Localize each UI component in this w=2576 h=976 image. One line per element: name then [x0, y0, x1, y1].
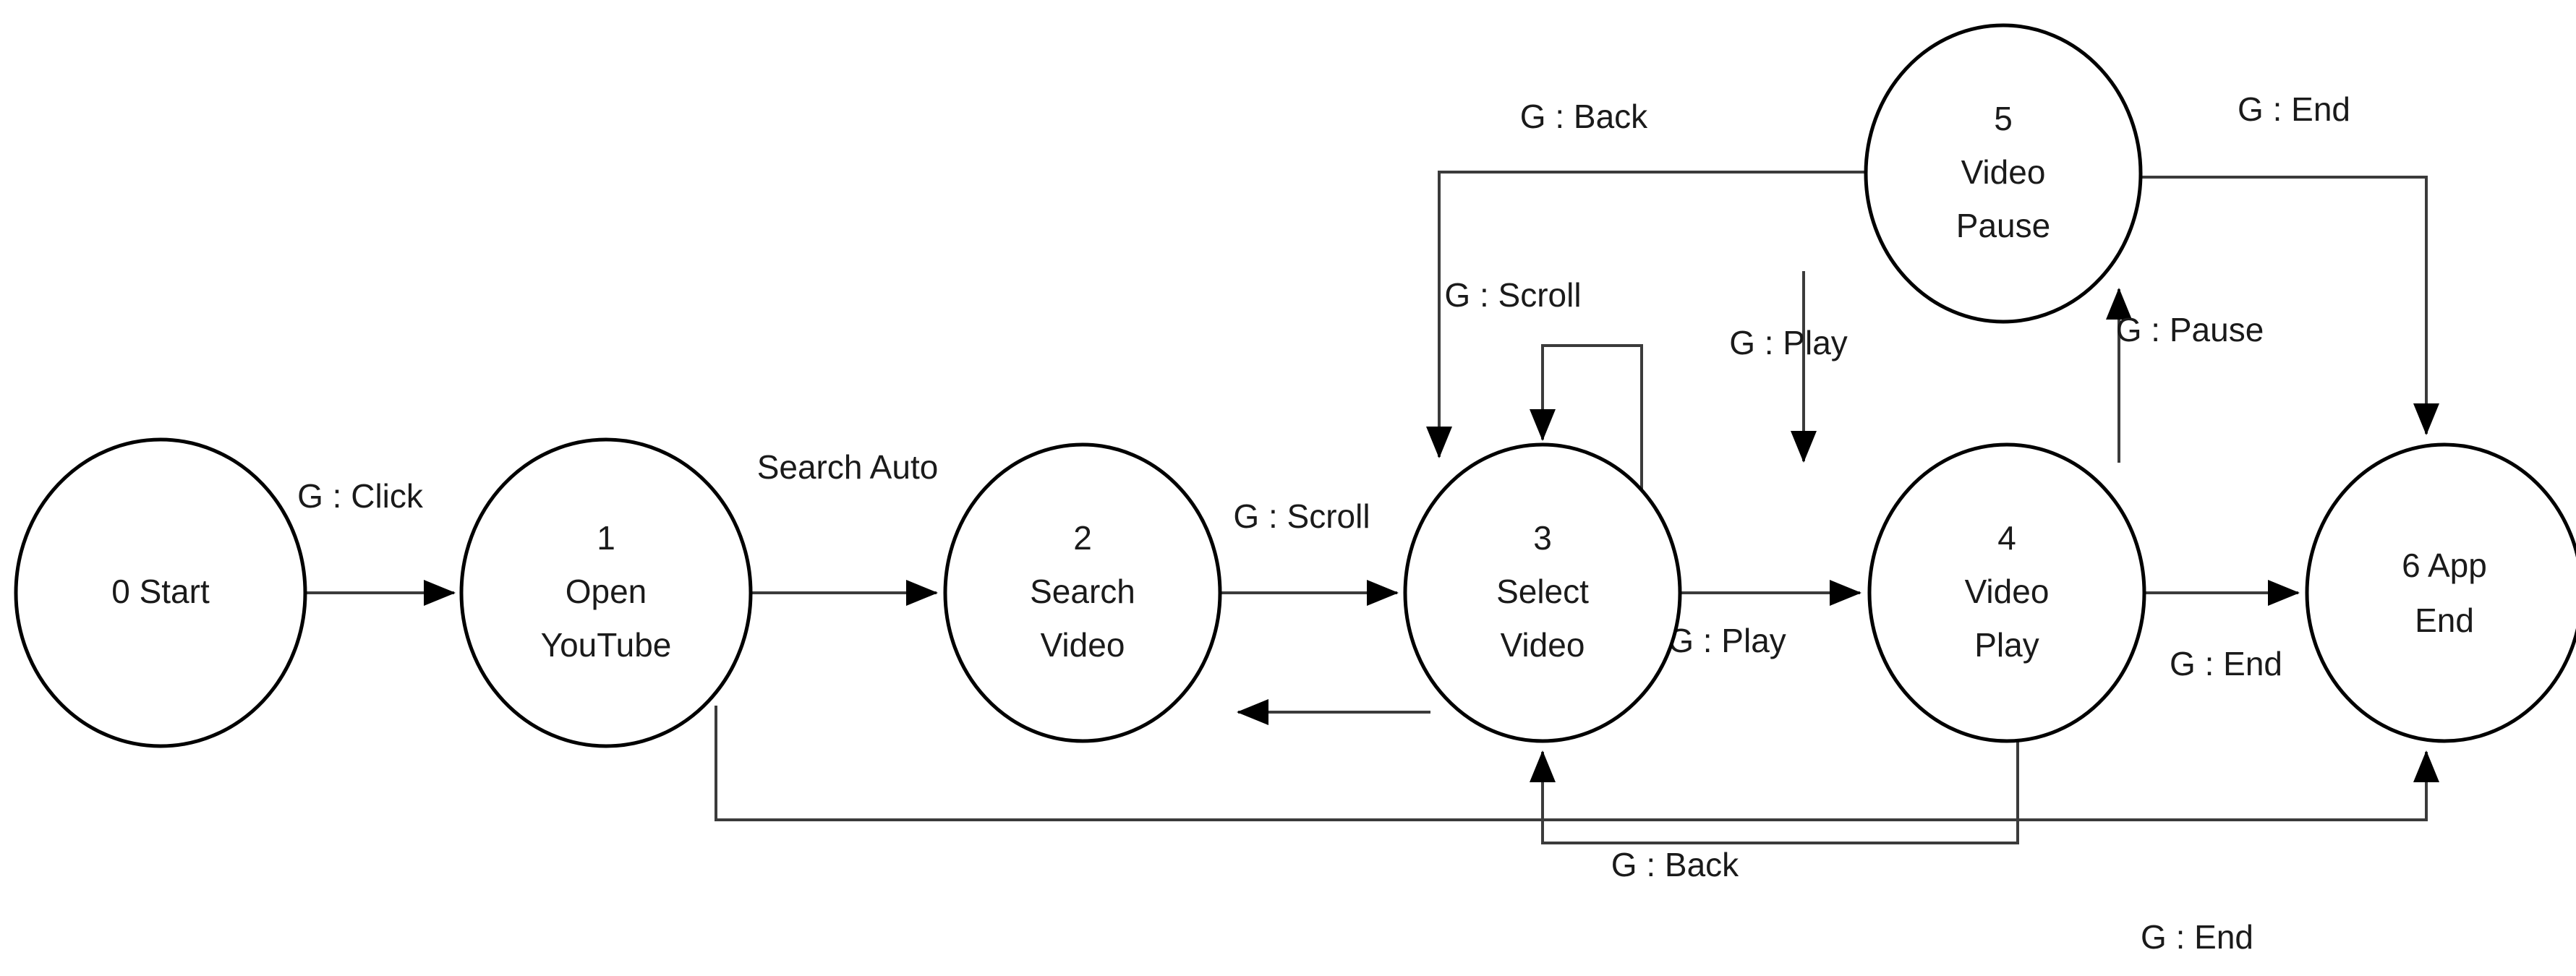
- node-label-line1: 4: [1997, 519, 2016, 557]
- edge-4-to-5: G : Pause: [2106, 288, 2264, 463]
- node-label-line2: Video: [1961, 153, 2046, 191]
- node-shape[interactable]: [1867, 442, 2146, 743]
- edge-4-to-6: G : End: [2145, 580, 2300, 682]
- node-label-line1: 5: [1994, 100, 2013, 137]
- edge-line: [1530, 741, 2019, 844]
- edge-line: [1426, 171, 1864, 458]
- node-label-line3: YouTube: [541, 626, 672, 664]
- node-label-line3: Video: [1501, 626, 1585, 664]
- edge-line: [1530, 344, 1643, 538]
- edge-label-g-click: G : Click: [297, 477, 424, 515]
- node-label-line2: Search: [1030, 573, 1135, 610]
- node-shape[interactable]: [459, 437, 753, 748]
- state-node-0-start[interactable]: 0 Start: [14, 437, 307, 748]
- edge-label-g-end-5-6: G : End: [2238, 90, 2350, 128]
- edge-4-to-3-back: G : Back: [1530, 741, 2019, 883]
- edge-label-g-back-5-3: G : Back: [1520, 98, 1648, 135]
- edge-label-g-end-1-6: G : End: [2141, 918, 2253, 956]
- edge-label-g-scroll-self: G : Scroll: [1444, 276, 1581, 314]
- edge-line: [715, 706, 2439, 821]
- state-node-1-open-youtube[interactable]: 1 Open YouTube: [459, 437, 753, 748]
- node-label-line2: Video: [1965, 573, 2050, 610]
- state-node-6-app-end[interactable]: 6 App End: [2305, 442, 2576, 743]
- edge-2-to-3: G : Scroll: [1221, 497, 1399, 606]
- state-node-2-search-video[interactable]: 2 Search Video: [943, 442, 1222, 743]
- edge-label-search-auto: Search Auto: [757, 448, 939, 486]
- node-shape[interactable]: [14, 437, 307, 748]
- edge-5-to-3: G : Back: [1426, 98, 1864, 458]
- node-label-line2: Select: [1496, 573, 1589, 610]
- edge-1-to-6-end: G : End: [715, 706, 2439, 956]
- edge-label-g-end-4-6: G : End: [2170, 645, 2282, 682]
- edge-1-to-2: Search Auto: [752, 448, 939, 606]
- node-label-line1: 2: [1073, 519, 1092, 557]
- state-node-4-video-play[interactable]: 4 Video Play: [1867, 442, 2146, 743]
- edge-label-g-pause-4-5: G : Pause: [2116, 311, 2264, 348]
- state-node-3-select-video[interactable]: 3 Select Video: [1403, 442, 1682, 743]
- edge-label-g-play-5-4: G : Play: [1729, 324, 1848, 361]
- node-label-line1: 6 App: [2402, 547, 2487, 584]
- edge-label-g-play-3-4: G : Play: [1668, 622, 1786, 659]
- edge-line: [2139, 176, 2439, 435]
- node-label-line3: Play: [1974, 626, 2039, 664]
- node-label-line3: Pause: [1956, 207, 2050, 244]
- state-node-5-video-pause[interactable]: 5 Video Pause: [1864, 23, 2143, 324]
- node-label-line2: End: [2415, 602, 2474, 639]
- node-label-line3: Video: [1041, 626, 1125, 664]
- node-label-line1: 3: [1533, 519, 1552, 557]
- node-shape[interactable]: [1864, 23, 2143, 324]
- node-shape[interactable]: [943, 442, 1222, 743]
- edge-5-to-4: G : Play: [1729, 271, 1848, 463]
- edge-label-g-back-4-3: G : Back: [1611, 846, 1739, 883]
- edge-label-g-scroll-2-3: G : Scroll: [1233, 497, 1370, 535]
- edge-3-to-4: G : Play: [1668, 580, 1861, 659]
- edge-0-to-1: G : Click: [297, 477, 456, 606]
- node-label-line1: 1: [597, 519, 615, 557]
- edge-5-to-6: G : End: [2139, 90, 2439, 435]
- edge-3-self-loop: G : Scroll: [1444, 276, 1643, 538]
- node-label-line2: Open: [566, 573, 647, 610]
- node-label-line1: 0 Start: [111, 573, 210, 610]
- node-shape[interactable]: [2305, 442, 2576, 743]
- node-shape[interactable]: [1403, 442, 1682, 743]
